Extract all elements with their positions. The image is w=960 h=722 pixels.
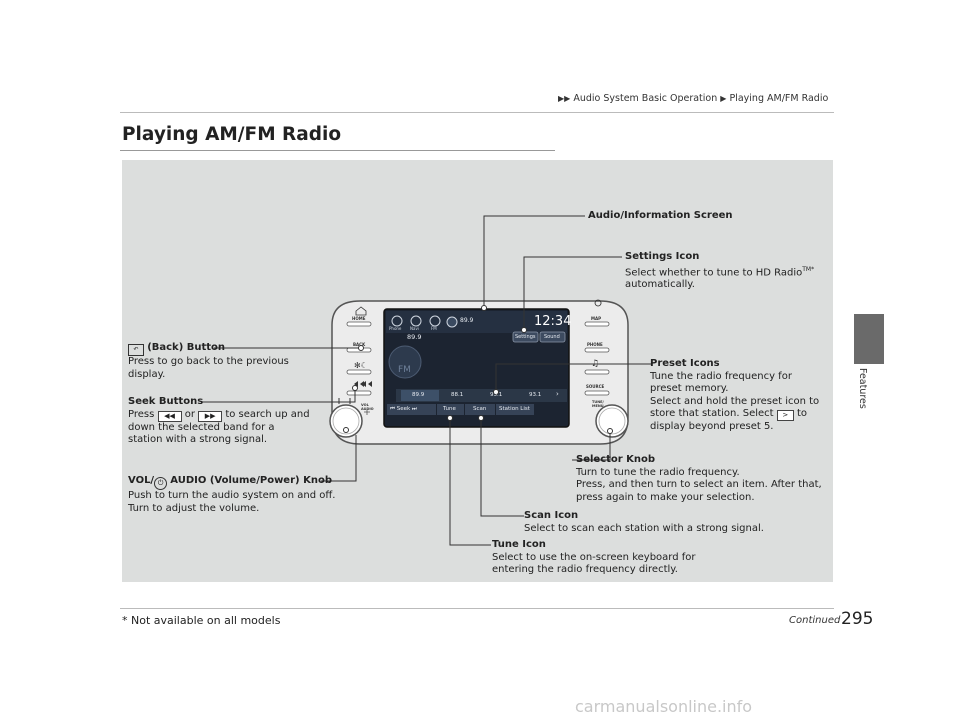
callout-text: store that station. Select: [650, 408, 774, 419]
breadcrumb-item[interactable]: Playing AM/FM Radio: [729, 93, 829, 104]
callout-title: Audio/Information Screen: [588, 210, 733, 221]
settings-button: [512, 331, 539, 343]
station-list-button-bg: [496, 404, 534, 415]
callout-vol: VOL/⏻ AUDIO (Volume/Power) Knob Push to …: [128, 475, 335, 515]
callout-text: Turn to tune the radio frequency.: [576, 466, 740, 478]
callout-text: Turn to adjust the volume.: [128, 502, 260, 514]
callout-text: or: [184, 408, 195, 420]
callout-text: Press to go back to the previous: [128, 356, 289, 367]
tune-button-bg: [437, 404, 464, 415]
back-icon: ↶: [128, 344, 144, 356]
callout-text: preset memory.: [650, 383, 729, 394]
continued-label: Continued: [789, 615, 841, 626]
fm-icon: [429, 315, 441, 327]
header-divider: [120, 112, 834, 113]
callout-leaders: [202, 215, 651, 546]
watermark: carmanualsonline.info: [575, 697, 753, 716]
callout-text: Press: [128, 408, 155, 420]
selector-knob: [595, 404, 629, 438]
power-icon: ⏻: [154, 477, 168, 490]
page-number: 295: [841, 609, 874, 629]
trademark-mark: TM*: [802, 265, 815, 273]
home-icon: [355, 306, 367, 316]
breadcrumb-arrow-icon: ▶: [720, 94, 727, 103]
next-arrow-icon: >: [776, 410, 794, 421]
callout-text: Select and hold the preset icon to: [650, 395, 820, 407]
seek-forward-icon: [362, 381, 372, 387]
map-icon: [594, 299, 602, 307]
callout-text: Push to turn the audio system on and off…: [128, 490, 336, 501]
breadcrumb-item[interactable]: Audio System Basic Operation: [573, 93, 718, 104]
callout-audio-screen: Audio/Information Screen: [588, 210, 733, 223]
callout-selector: Selector Knob Turn to tune the radio fre…: [576, 454, 822, 504]
callout-title: Selector Knob: [576, 454, 656, 465]
callout-preset: Preset Icons Tune the radio frequency fo…: [650, 358, 819, 434]
home-button: [346, 321, 372, 327]
callout-title: Tune Icon: [492, 539, 546, 550]
callout-text: display beyond preset 5.: [650, 421, 774, 432]
seek-button-bg: [387, 404, 436, 415]
callout-title: (Back) Button: [147, 342, 226, 353]
callout-settings: Settings Icon Select whether to tune to …: [625, 251, 814, 292]
preset-item-active: [401, 390, 439, 401]
callout-text: Select to scan each station with a stron…: [524, 522, 764, 534]
seek-buttons: [346, 390, 372, 396]
music-button: [584, 369, 610, 375]
callout-title: AUDIO (Volume/Power) Knob: [170, 475, 332, 486]
callout-text: down the selected band for a: [128, 421, 275, 433]
callout-scan: Scan Icon Select to scan each station wi…: [524, 510, 764, 535]
title-divider: [120, 150, 555, 151]
breadcrumb-arrow-icon: ▶▶: [558, 94, 571, 103]
callout-text: Select whether to tune to HD Radio: [625, 266, 803, 278]
brightness-icon: ✻☾: [354, 361, 368, 370]
callout-text: Tune the radio frequency for: [650, 370, 792, 382]
breadcrumb: ▶▶ Audio System Basic Operation ▶ Playin…: [558, 93, 828, 104]
seek-forward-icon: ▶▶: [198, 410, 223, 422]
footnote: * Not available on all models: [122, 614, 281, 627]
footer-divider: [120, 608, 834, 609]
section-tab-marker: [854, 314, 884, 364]
callout-title: Scan Icon: [524, 510, 579, 521]
callout-text: to: [796, 408, 808, 419]
callout-text: press again to make your selection.: [576, 491, 755, 503]
screen-top-bar: [386, 311, 567, 333]
sound-button: [539, 331, 566, 343]
callout-tune: Tune Icon Select to use the on-screen ke…: [492, 539, 696, 577]
phone-icon: [391, 315, 403, 327]
phone-button: [584, 347, 610, 353]
callout-text: Select to use the on-screen keyboard for: [492, 551, 696, 563]
source-button: [584, 390, 610, 396]
callout-text: to search up and: [225, 408, 310, 420]
brightness-button: [346, 369, 372, 375]
map-button: [584, 321, 610, 327]
callout-text: entering the radio frequency directly.: [492, 564, 678, 575]
navi-icon: [410, 315, 422, 327]
callout-seek: Seek Buttons Press ◀◀ or ▶▶ to search up…: [128, 396, 310, 447]
callout-back: ↶ (Back) Button Press to go back to the …: [128, 342, 289, 381]
callout-title: Preset Icons: [650, 358, 720, 369]
callout-text: display.: [128, 368, 166, 380]
seek-back-icon: ◀◀: [157, 410, 182, 422]
power-icon: [364, 409, 370, 415]
callout-title: Settings Icon: [625, 251, 700, 262]
callout-dots: [343, 305, 613, 434]
page-title: Playing AM/FM Radio: [122, 124, 342, 145]
scan-button-bg: [465, 404, 495, 415]
station-icon: [446, 316, 458, 328]
vol-audio-knob: [329, 404, 363, 438]
fm-band-logo: [388, 345, 422, 379]
callout-title: VOL/: [128, 475, 155, 486]
callout-text: automatically.: [625, 279, 695, 291]
callout-text: Press, and then turn to select an item. …: [576, 479, 822, 490]
callout-text: station with a strong signal.: [128, 434, 268, 445]
callout-title: Seek Buttons: [128, 396, 204, 407]
